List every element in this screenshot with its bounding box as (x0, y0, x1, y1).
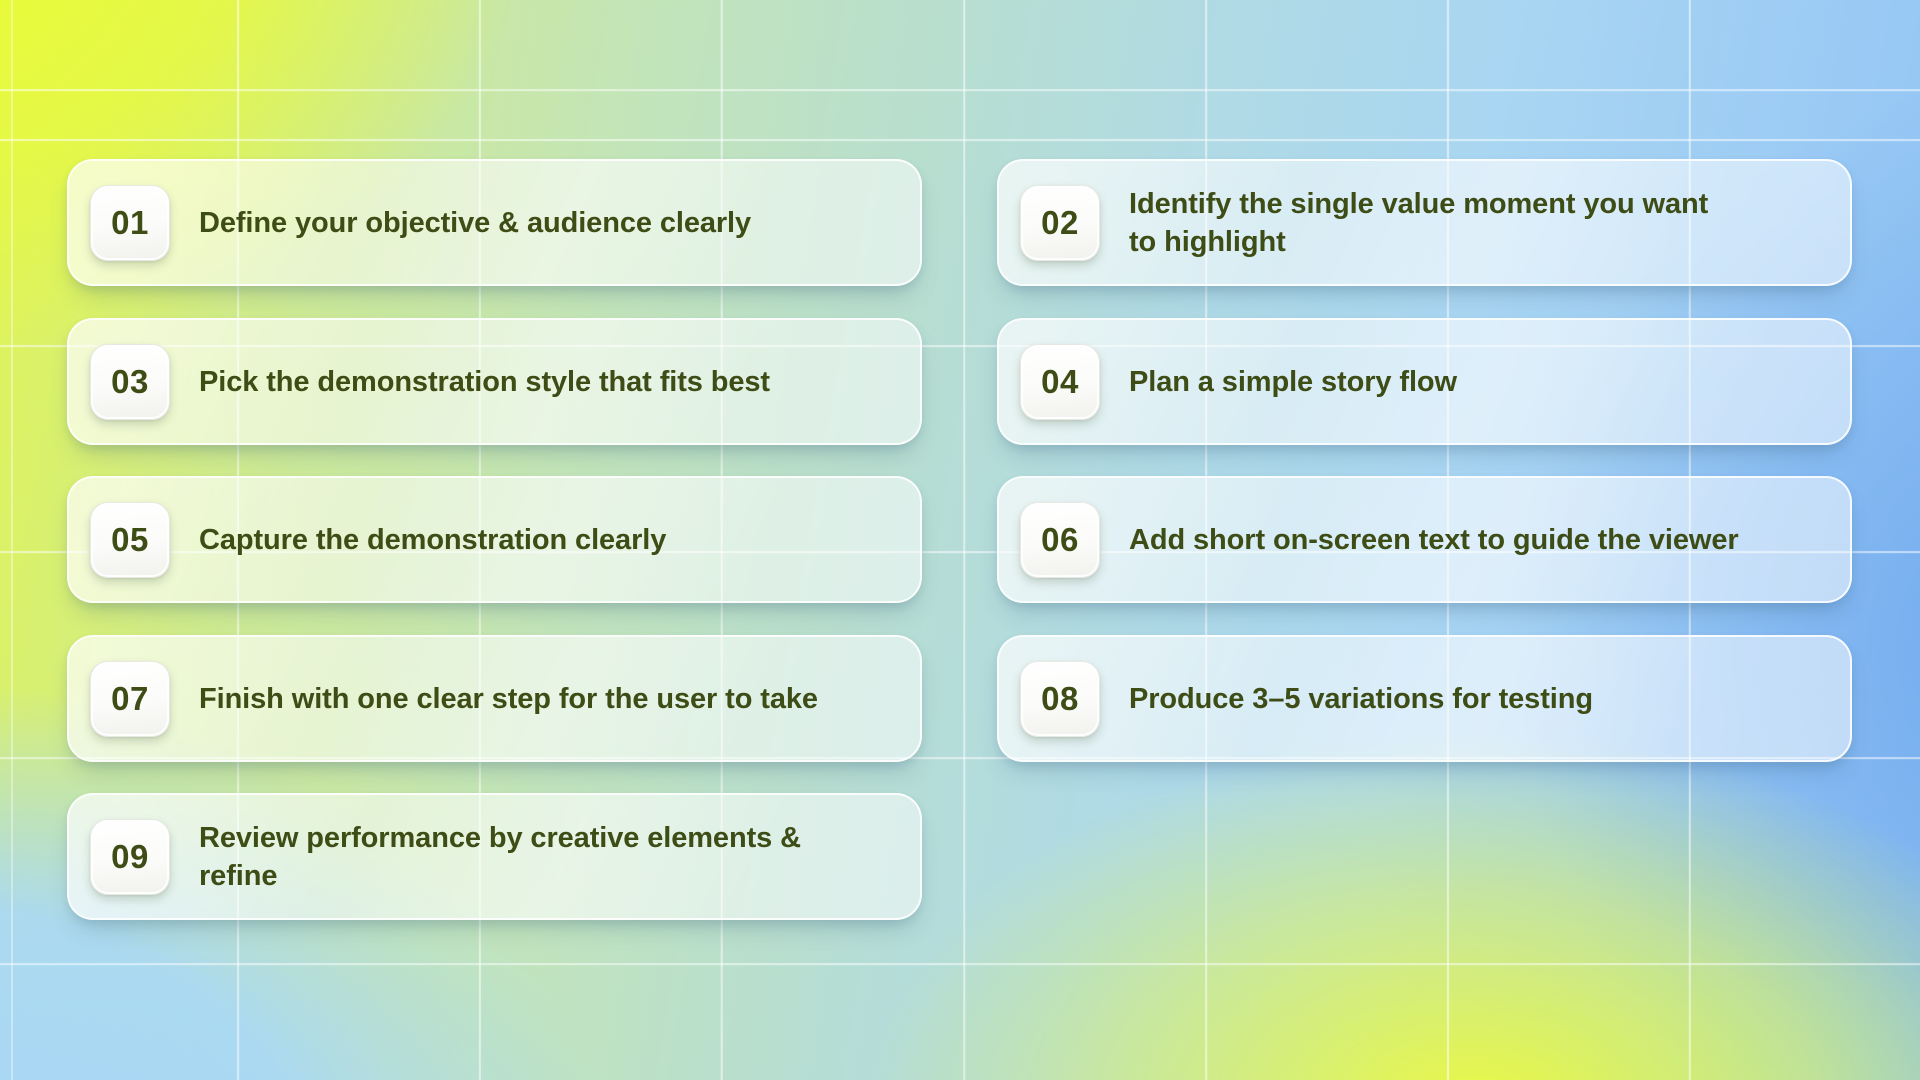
step-title-line: Capture the demonstration clearly (199, 523, 667, 556)
step-title: Produce 3–5 variations for testing (1129, 680, 1593, 718)
step-card: 01 Define your objective & audience clea… (67, 159, 922, 286)
step-title: Plan a simple story flow (1129, 363, 1457, 401)
step-number: 07 (111, 680, 149, 717)
step-title-line: refine (199, 859, 278, 892)
step-number: 09 (111, 838, 149, 875)
step-number-badge: 05 (90, 501, 170, 578)
step-title-line: Add short on-screen text to guide the vi… (1129, 523, 1739, 556)
step-number-badge: 08 (1020, 660, 1100, 737)
step-number: 06 (1041, 521, 1079, 558)
step-number-badge: 07 (90, 660, 170, 737)
step-card: 05 Capture the demonstration clearly (67, 476, 922, 603)
step-number-badge: 03 (90, 343, 170, 420)
step-number: 05 (111, 521, 149, 558)
step-number: 04 (1041, 363, 1079, 400)
step-card: 08 Produce 3–5 variations for testing (997, 635, 1852, 762)
step-number: 02 (1041, 204, 1079, 241)
step-title-line: Plan a simple story flow (1129, 365, 1457, 398)
step-number-badge: 02 (1020, 184, 1100, 261)
step-card: 09 Review performance by creative elemen… (67, 793, 922, 920)
step-number-badge: 01 (90, 184, 170, 261)
step-card: 07 Finish with one clear step for the us… (67, 635, 922, 762)
step-title-line: Identify the single value moment you wan… (1129, 187, 1709, 220)
step-number-badge: 06 (1020, 501, 1100, 578)
step-title-line: Pick the demonstration style that fits b… (199, 365, 770, 398)
step-title: Add short on-screen text to guide the vi… (1129, 521, 1739, 559)
step-title: Define your objective & audience clearly (199, 204, 751, 242)
step-number-badge: 04 (1020, 343, 1100, 420)
step-title-line: to highlight (1129, 225, 1286, 258)
step-number: 03 (111, 363, 149, 400)
step-card: 04 Plan a simple story flow (997, 318, 1852, 445)
step-title: Identify the single value moment you wan… (1129, 185, 1708, 261)
step-title: Capture the demonstration clearly (199, 521, 666, 559)
step-card: 03 Pick the demonstration style that fit… (67, 318, 922, 445)
step-number: 08 (1041, 680, 1079, 717)
step-title-line: Produce 3–5 variations for testing (1129, 682, 1593, 715)
step-number: 01 (111, 204, 149, 241)
step-title: Review performance by creative elements … (199, 819, 801, 895)
step-title-line: Finish with one clear step for the user … (199, 682, 818, 715)
step-title-line: Define your objective & audience clearly (199, 206, 752, 239)
step-number-badge: 09 (90, 818, 170, 895)
step-title: Finish with one clear step for the user … (199, 680, 818, 718)
step-title-line: Review performance by creative elements … (199, 821, 801, 854)
step-title: Pick the demonstration style that fits b… (199, 363, 770, 401)
step-card: 06 Add short on-screen text to guide the… (997, 476, 1852, 603)
step-card: 02 Identify the single value moment you … (997, 159, 1852, 286)
